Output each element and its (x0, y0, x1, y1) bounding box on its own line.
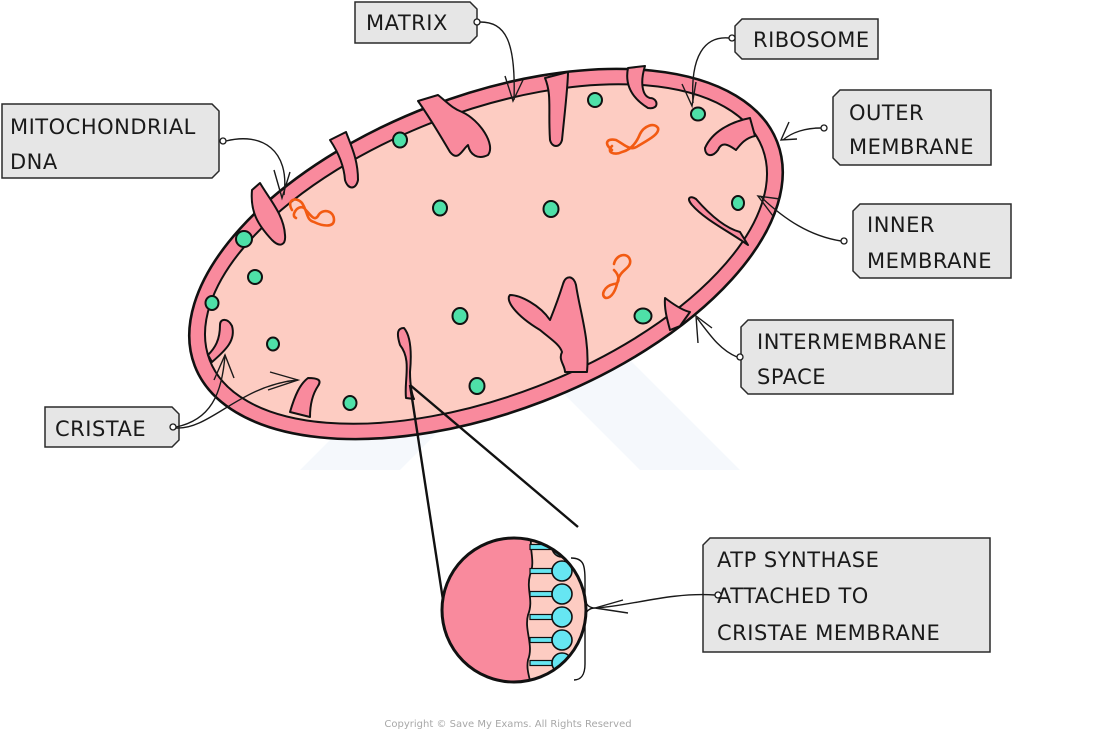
ribosome (633, 307, 653, 325)
label-ribosome: RIBOSOME (681, 18, 879, 109)
mitochondrial-dna-loops (288, 123, 660, 300)
crista (704, 117, 756, 156)
ribosome (731, 195, 745, 211)
ribosome (690, 106, 706, 122)
atp-synthase-head (551, 538, 573, 558)
label-intermembrane-space-line1: INTERMEMBRANE (757, 330, 947, 354)
label-atp-synthase: ATP SYNTHASE ATTACHED TO CRISTAE MEMBRAN… (594, 537, 991, 653)
zoom-guide-line (409, 384, 579, 528)
crista (250, 182, 287, 246)
label-cristae: CRISTAE (44, 353, 301, 448)
zoom-circle (440, 536, 588, 684)
ribosome (587, 92, 603, 108)
atp-synthase-stalk (529, 590, 553, 598)
label-inner-membrane-line2: MEMBRANE (867, 249, 992, 273)
atp-synthase-head (552, 513, 572, 533)
ribosome (542, 200, 560, 218)
cristae-membrane-section (442, 538, 534, 682)
ribosome (235, 230, 253, 248)
crista (688, 196, 749, 246)
atp-synthase-head (551, 560, 573, 582)
crista (329, 131, 359, 189)
atp-synthase-stalk (529, 636, 553, 644)
crista (207, 318, 234, 363)
zoom-circle-content (442, 513, 586, 691)
ribosome (451, 307, 469, 325)
atp-synthase-stalk (529, 613, 553, 621)
label-matrix: MATRIX (354, 1, 524, 103)
ribosome (204, 295, 220, 311)
ribosome (247, 269, 263, 285)
crista (507, 276, 589, 373)
ribosomes (204, 92, 745, 411)
atp-synthase-stalk (530, 521, 552, 526)
dna-loop (288, 198, 336, 227)
crista (289, 377, 321, 418)
atp-synthase-head (551, 629, 573, 651)
label-matrix-text: MATRIX (366, 11, 448, 35)
dna-loop (601, 253, 632, 300)
atp-synthase-head (551, 583, 573, 605)
label-atp-synthase-line3: CRISTAE MEMBRANE (717, 621, 940, 645)
cristae-folds (207, 65, 756, 418)
crista (417, 94, 491, 158)
ribosome (432, 199, 448, 217)
label-outer-membrane-line1: OUTER (849, 101, 924, 125)
ribosome (468, 377, 486, 395)
label-atp-synthase-line2: ATTACHED TO (717, 584, 869, 608)
label-ribosome-text: RIBOSOME (753, 28, 870, 52)
ribosome (392, 131, 408, 149)
atp-synthase-stalk (530, 686, 552, 691)
label-intermembrane-space: INTERMEMBRANE SPACE (695, 314, 954, 395)
atp-synthase-stalk (529, 659, 553, 667)
atp-synthase-head (551, 606, 573, 628)
atp-synthase-stalk (529, 567, 553, 575)
ribosome (266, 336, 280, 352)
label-outer-membrane-line2: MEMBRANE (849, 135, 974, 159)
crista (626, 65, 658, 110)
label-mitochondrial-dna: MITOCHONDRIAL DNA (1, 103, 291, 201)
mitochondrion (187, 65, 785, 441)
ribosome (342, 395, 358, 411)
copyright-notice: Copyright © Save My Exams. All Rights Re… (384, 719, 631, 730)
atp-synthase-head (551, 677, 573, 682)
crista (544, 71, 569, 147)
label-outer-membrane: OUTER MEMBRANE (779, 89, 992, 166)
label-inner-membrane: INNER MEMBRANE (756, 195, 1012, 279)
label-mitochondrial-dna-line2: DNA (10, 150, 58, 174)
dna-loop (605, 123, 660, 155)
label-cristae-text: CRISTAE (55, 417, 146, 441)
label-mitochondrial-dna-line1: MITOCHONDRIAL (10, 115, 196, 139)
crista (663, 297, 691, 331)
label-intermembrane-space-line2: SPACE (757, 365, 826, 389)
label-inner-membrane-line1: INNER (867, 213, 935, 237)
zoom-guide-line (408, 384, 445, 601)
zoom-callout (408, 384, 596, 691)
label-atp-synthase-line1: ATP SYNTHASE (717, 548, 879, 572)
